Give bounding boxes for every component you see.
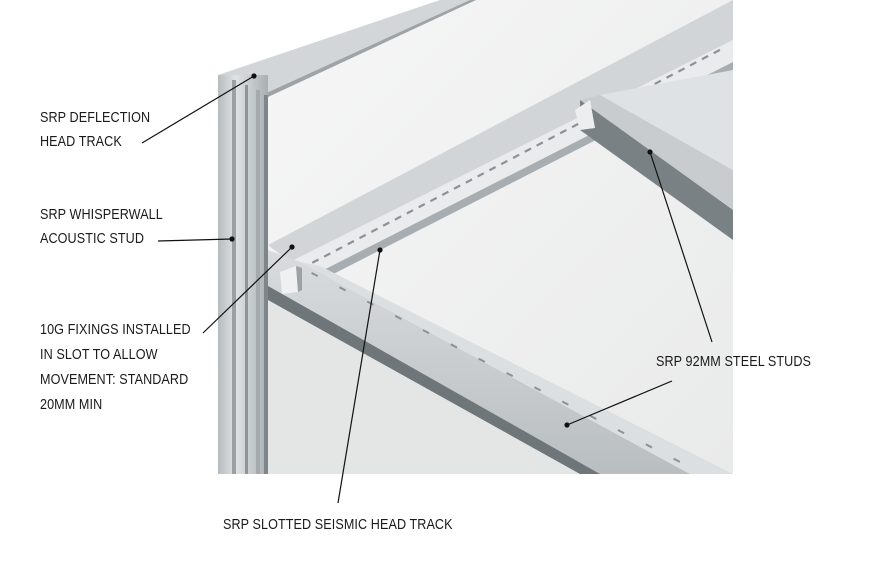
- label-line: ACOUSTIC STUD: [40, 230, 145, 247]
- leader-line-seismic: [337, 249, 381, 504]
- track-slot: [689, 61, 697, 67]
- leader-line-fixings: [202, 246, 293, 334]
- track-slot: [453, 184, 461, 190]
- whisperwall-stud: [218, 75, 268, 474]
- track-slot: [359, 233, 367, 240]
- track-slot: [478, 357, 486, 363]
- track-slot: [429, 196, 438, 203]
- track-slot: [559, 129, 567, 135]
- track-slot: [666, 73, 674, 79]
- track-slot: [394, 215, 402, 221]
- track-slot: [450, 343, 458, 349]
- leader-line-steel-studs-2: [566, 380, 673, 426]
- corner-bracket: [280, 266, 302, 294]
- track-slot: [488, 166, 497, 172]
- track-slot: [382, 221, 390, 227]
- track-slot: [533, 386, 542, 392]
- track-slot: [673, 457, 681, 463]
- leader-line-steel-studs: [649, 151, 713, 343]
- track-slot: [654, 79, 662, 85]
- track-slot: [645, 443, 653, 449]
- track-slot: [418, 203, 426, 209]
- label-fixings: 10G FIXINGS INSTALLED IN SLOT TO ALLOW M…: [40, 317, 191, 417]
- track-slot: [477, 172, 485, 178]
- label-steel-studs: SRP 92MM STEEL STUDS: [656, 350, 811, 374]
- track-slot: [713, 48, 721, 55]
- track-slot: [500, 159, 508, 166]
- track-slot: [422, 329, 430, 335]
- label-line: 10G FIXINGS INSTALLED: [40, 321, 191, 338]
- label-line: MOVEMENT: STANDARD: [40, 371, 189, 388]
- track-slot: [311, 258, 320, 264]
- label-line: 20MM MIN: [40, 396, 103, 413]
- track-slot: [536, 141, 544, 147]
- label-seismic-head-track: SRP SLOTTED SEISMIC HEAD TRACK: [223, 513, 453, 537]
- label-line: SRP WHISPERWALL: [40, 206, 163, 223]
- leader-line-whisperwall: [157, 238, 233, 242]
- track-slot: [394, 314, 402, 320]
- track-slot: [366, 300, 374, 306]
- label-line: SRP DEFLECTION: [40, 109, 151, 126]
- track-slot: [370, 227, 379, 233]
- track-slot: [677, 67, 686, 73]
- track-slot: [406, 209, 414, 215]
- track-slot: [571, 122, 579, 129]
- deflection-head-track: [218, 0, 476, 97]
- track-slot: [347, 240, 355, 246]
- label-line: SRP 92MM STEEL STUDS: [656, 353, 812, 370]
- leader-dots: [229, 73, 653, 428]
- track-slot: [338, 286, 347, 292]
- track-slot: [561, 400, 569, 406]
- track-slot: [323, 252, 331, 258]
- track-slot: [506, 372, 514, 378]
- track-slot: [311, 272, 319, 278]
- track-slot: [512, 153, 520, 159]
- label-whisperwall-stud: SRP WHISPERWALL ACOUSTIC STUD: [40, 203, 163, 251]
- track-slot: [524, 147, 532, 153]
- leader-lines: [141, 75, 713, 504]
- label-deflection-head-track: SRP DEFLECTION HEAD TRACK: [40, 106, 150, 154]
- label-line: HEAD TRACK: [40, 133, 122, 150]
- track-slot: [701, 55, 709, 61]
- label-line: SRP SLOTTED SEISMIC HEAD TRACK: [223, 516, 453, 533]
- track-slot: [441, 190, 449, 196]
- label-line: IN SLOT TO ALLOW: [40, 346, 158, 363]
- track-slot: [617, 429, 625, 435]
- track-slot: [589, 414, 597, 420]
- track-slot: [547, 135, 556, 141]
- track-slot: [335, 246, 343, 252]
- track-slot: [465, 178, 473, 184]
- leader-line-deflection: [141, 75, 255, 144]
